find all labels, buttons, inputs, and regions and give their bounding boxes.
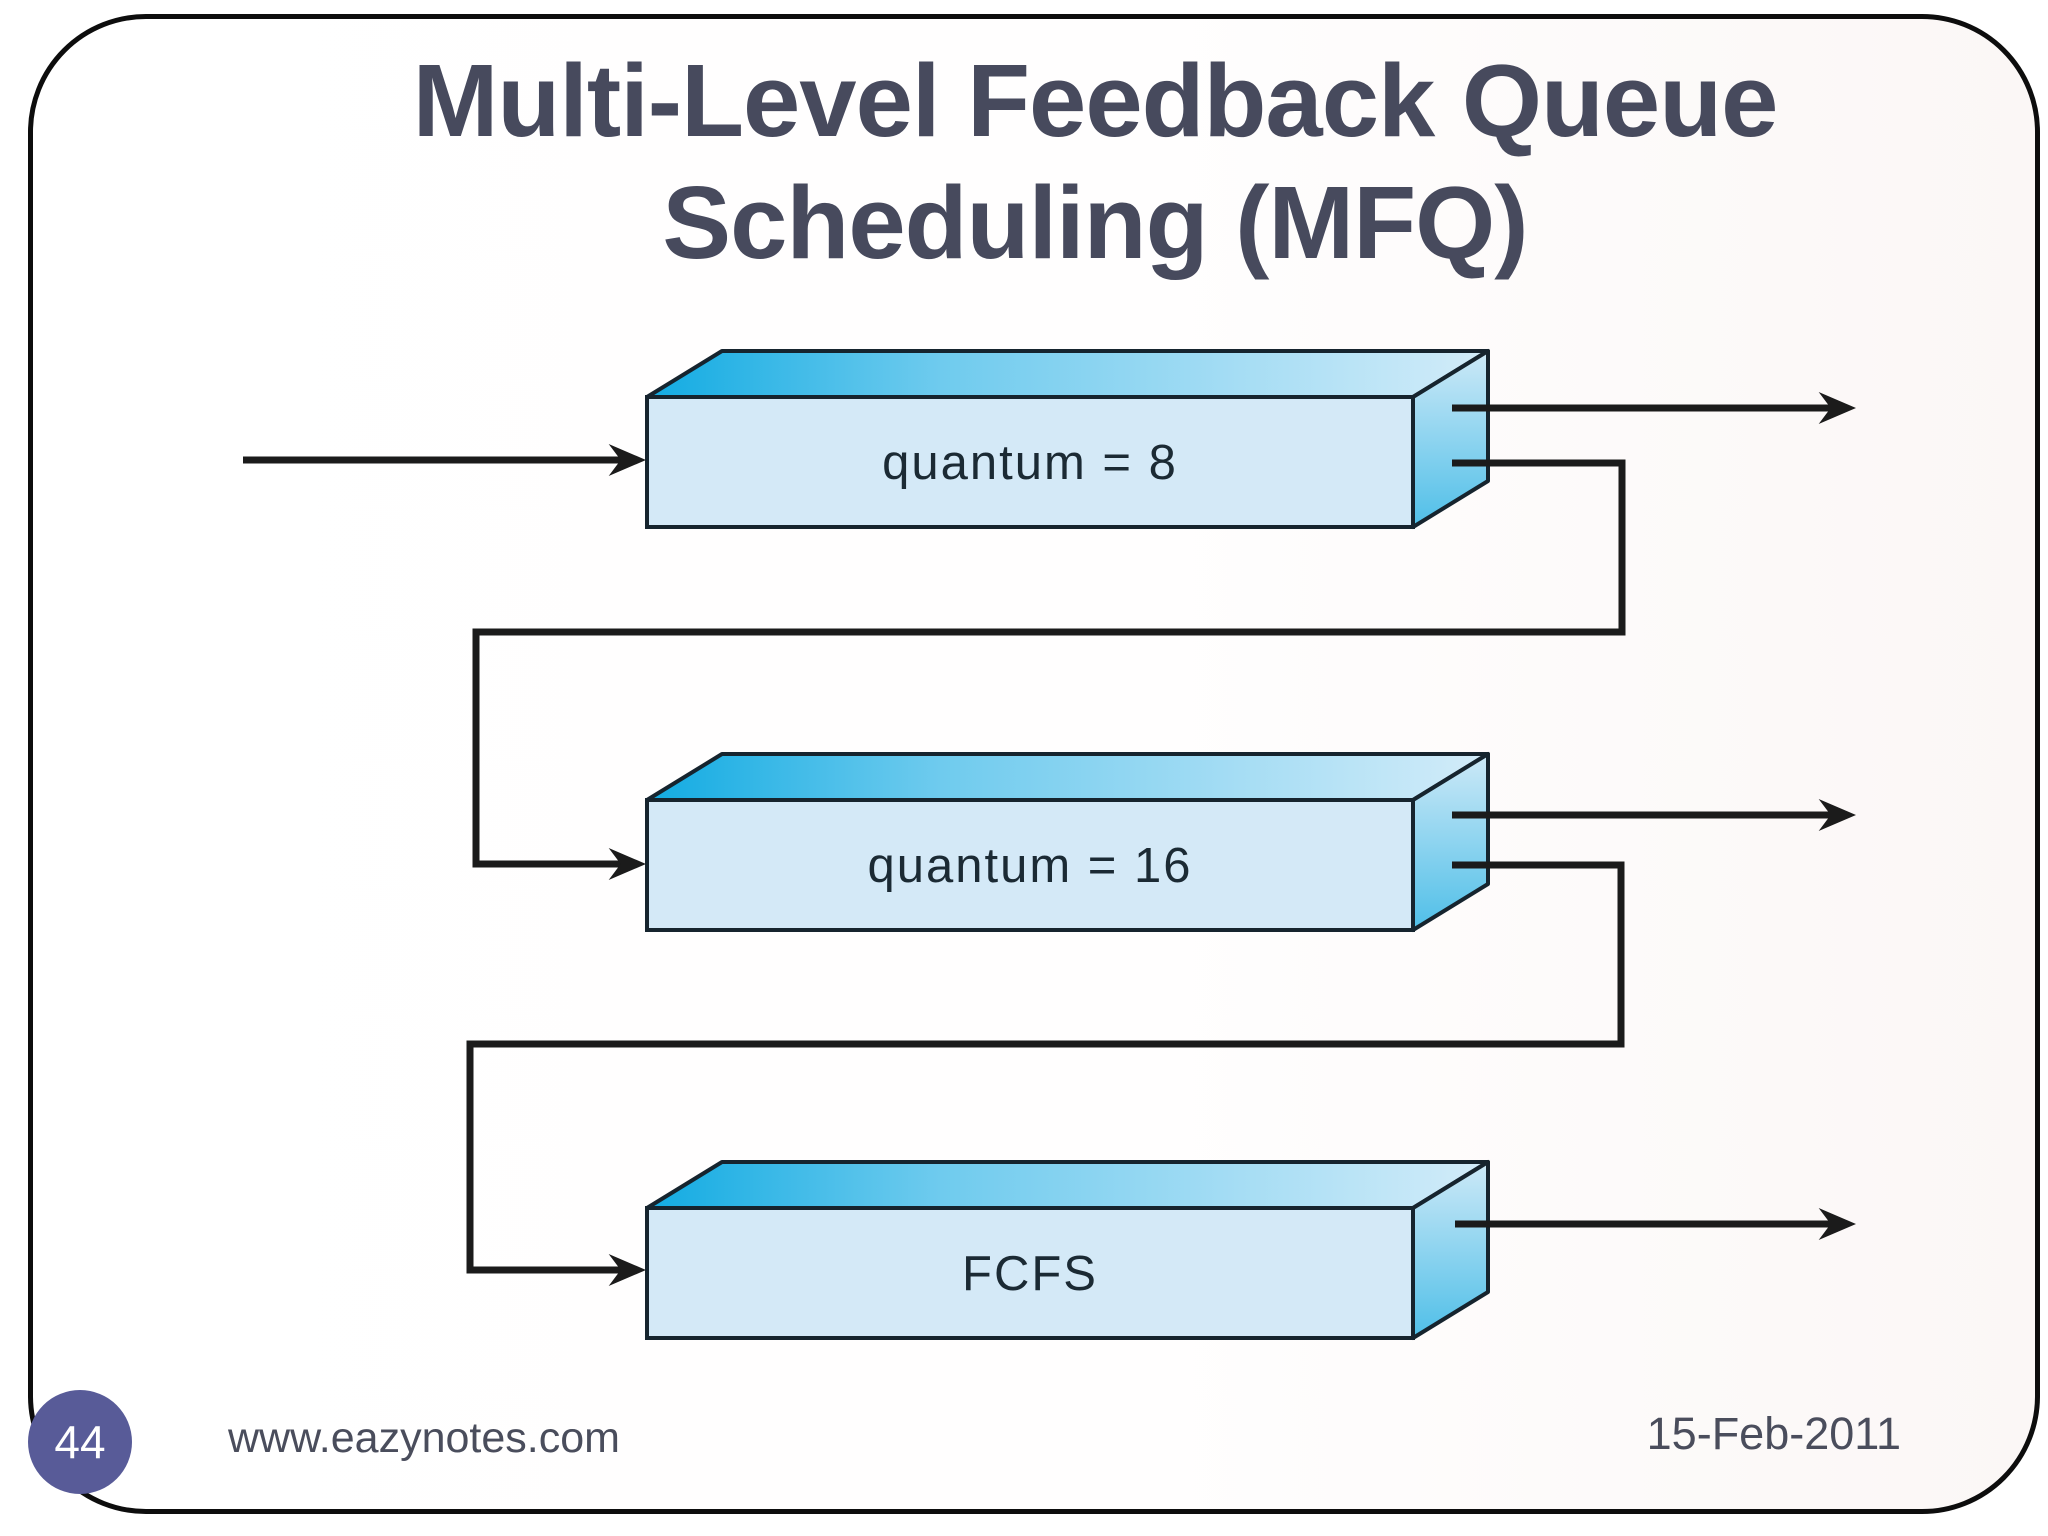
slide-title-line2: Scheduling (MFQ) xyxy=(662,164,1528,280)
queue3-front-face xyxy=(645,1206,1415,1340)
feedback-path-queue2-to-queue3 xyxy=(466,861,1625,1286)
footer-website: www.eazynotes.com xyxy=(228,1414,620,1462)
slide-title: Multi-Level Feedback Queue Scheduling (M… xyxy=(150,40,2040,283)
feedback-path-queue1-to-queue2 xyxy=(472,459,1626,880)
queue3-label: FCFS xyxy=(962,1247,1098,1301)
queue1-front-face xyxy=(645,395,1415,529)
queue1-top-face xyxy=(645,349,1490,399)
queue-box-2: quantum = 16 xyxy=(645,752,1490,932)
page-number-badge: 44 xyxy=(28,1390,132,1494)
queue3-top-face xyxy=(645,1160,1490,1210)
queue2-label: quantum = 16 xyxy=(867,839,1192,893)
queue-box-1: quantum = 8 xyxy=(645,349,1490,529)
queue2-top-face xyxy=(645,752,1490,802)
queue1-label: quantum = 8 xyxy=(882,436,1178,490)
page-number: 44 xyxy=(54,1416,106,1468)
queue2-front-face xyxy=(645,798,1415,932)
slide-title-line1: Multi-Level Feedback Queue xyxy=(412,43,1779,158)
queue-box-3: FCFS xyxy=(645,1160,1490,1340)
footer-date: 15-Feb-2011 xyxy=(1646,1408,1901,1459)
